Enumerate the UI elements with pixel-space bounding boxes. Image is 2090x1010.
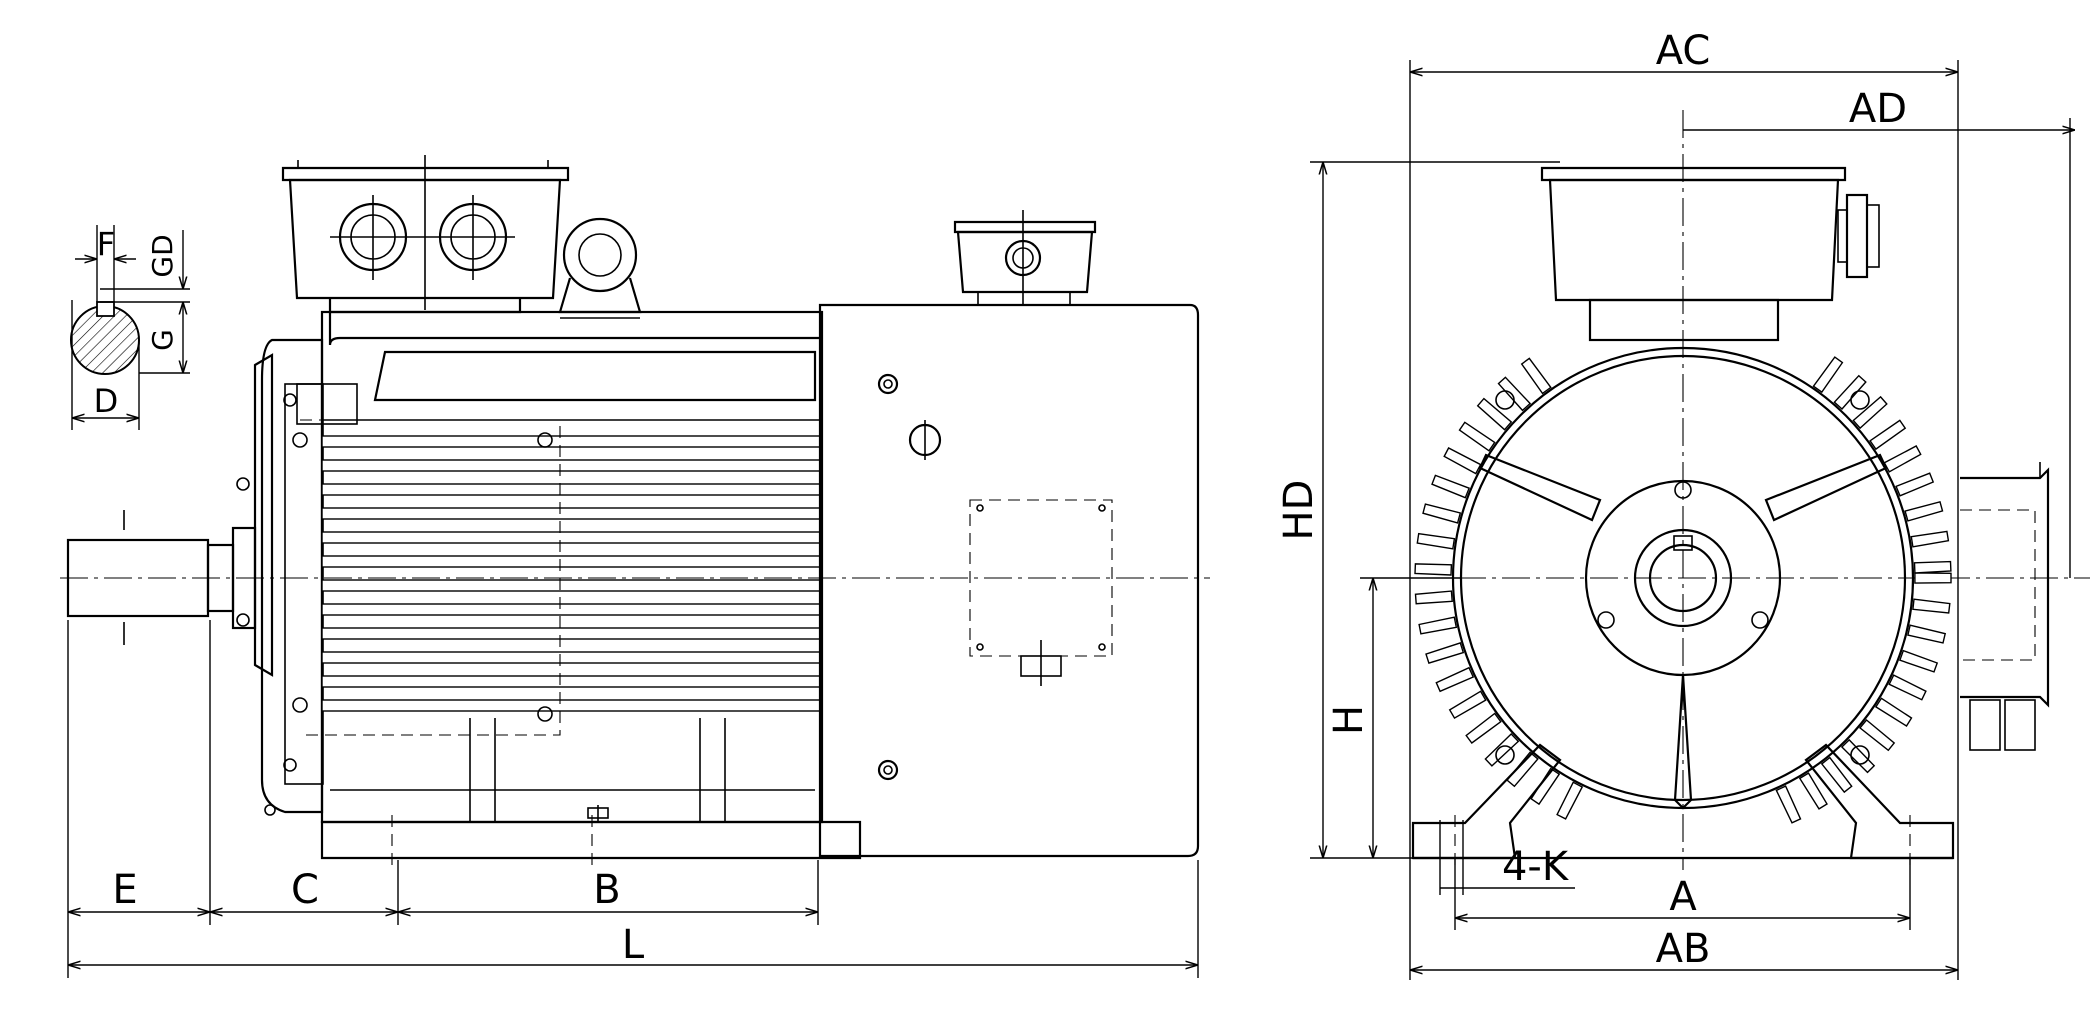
cooling-fin: [1812, 356, 1844, 394]
cooling-fin: [1448, 690, 1487, 720]
dim-label-l: L: [622, 922, 645, 968]
dim-label-ac: AC: [1656, 28, 1711, 74]
main-terminal-box: [281, 155, 570, 314]
front-feet: [1411, 743, 1955, 870]
cooling-fin: [1425, 642, 1465, 664]
cooling-fin: [1418, 616, 1458, 635]
cooling-fin: [1465, 712, 1502, 744]
dim-label-e: E: [112, 867, 137, 913]
cooling-fin: [1431, 474, 1471, 499]
dim-label-g: G: [146, 329, 179, 351]
cooling-fin: [1899, 649, 1939, 673]
dim-label-ad: AD: [1849, 86, 1907, 132]
cooling-fin: [1414, 563, 1453, 576]
cooling-fin: [1874, 697, 1913, 727]
cooling-fin: [1914, 572, 1952, 584]
dim-label-h: H: [1326, 705, 1372, 735]
motor-frame: [300, 310, 824, 824]
dim-label-4k: 4-K: [1502, 844, 1570, 890]
cooling-fin: [1476, 397, 1513, 431]
cooling-fin: [1530, 767, 1561, 806]
cooling-fin: [1883, 445, 1922, 473]
end-shield: [236, 338, 358, 816]
cooling-fin: [1888, 674, 1927, 701]
front-terminal-box: [1540, 166, 1880, 342]
cooling-fin: [1895, 472, 1935, 497]
cooling-fin: [1435, 666, 1475, 693]
shaft-section-detail: [70, 225, 190, 430]
dim-label-d: D: [94, 382, 119, 420]
cooling-fin: [1904, 500, 1944, 522]
cooling-fin: [1907, 624, 1947, 644]
cooling-fin: [1775, 785, 1802, 824]
front-view: AC AD HD H 4-K A AB: [1276, 28, 2090, 980]
cooling-fin: [1422, 503, 1462, 524]
cooling-fin: [1520, 357, 1552, 395]
cooling-fin: [1840, 738, 1876, 774]
dim-label-f: F: [97, 225, 115, 263]
cooling-fin: [1912, 598, 1951, 614]
cooling-fin: [1506, 751, 1539, 788]
cooling-fin: [1414, 590, 1453, 605]
cooling-fin: [1852, 395, 1888, 430]
side-view: E C B L F GD G D: [60, 155, 1210, 978]
dim-label-hd: HD: [1276, 480, 1322, 541]
dim-label-a: A: [1669, 874, 1697, 920]
cooling-fin: [1820, 756, 1853, 794]
lifting-eye: [558, 217, 642, 319]
dim-label-gd: GD: [146, 234, 179, 277]
cooling-fin: [1416, 532, 1456, 550]
cooling-fin: [1556, 781, 1584, 820]
cooling-fin: [1497, 376, 1532, 412]
cooling-fin: [1443, 447, 1482, 475]
cooling-fin: [1484, 733, 1520, 767]
front-dimension-lines: [1310, 60, 2075, 980]
dim-label-c: C: [291, 867, 319, 913]
cooling-fin: [1833, 374, 1867, 410]
cooling-fin: [1869, 419, 1907, 451]
front-cooling-fins: [1414, 356, 1952, 824]
dim-label-b: B: [593, 867, 620, 913]
dim-label-ab: AB: [1656, 926, 1711, 972]
cooling-fin: [1859, 719, 1896, 752]
side-dimension-lines: [67, 620, 1199, 978]
auxiliary-box: [818, 210, 1200, 858]
mounting-feet: [320, 805, 862, 870]
cooling-fin: [1458, 421, 1496, 452]
cooling-fin: [1798, 772, 1828, 810]
cooling-fin: [1913, 560, 1952, 574]
front-auxiliary-box: [1960, 462, 2050, 751]
cooling-fin: [1910, 530, 1950, 548]
shaft-end: [1633, 528, 1733, 628]
